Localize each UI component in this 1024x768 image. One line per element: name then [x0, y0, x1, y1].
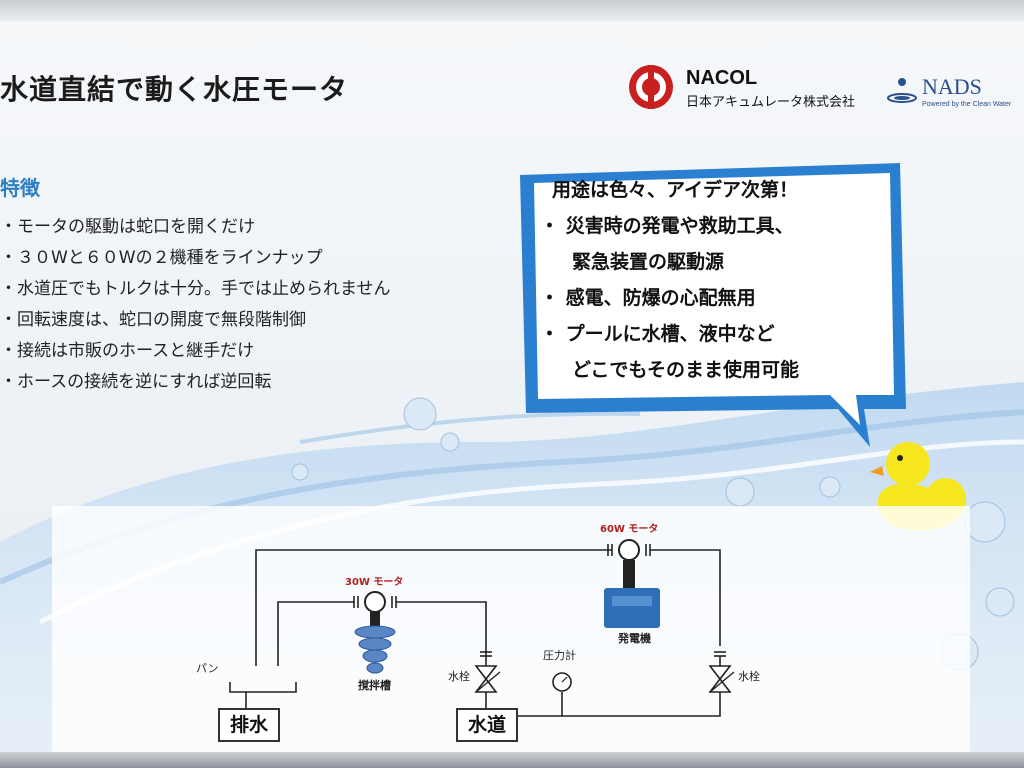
nacol-name: NACOL — [686, 67, 757, 89]
feature-item: ・モータの駆動は蛇口を開くだけ — [0, 217, 255, 237]
features-list: ・モータの駆動は蛇口を開くだけ ・３０Wと６０Wの２機種をラインナップ ・水道圧… — [0, 212, 391, 398]
nacol-company: 日本アキュムレータ株式会社 — [686, 94, 855, 110]
drain-box: 排水 — [218, 708, 281, 742]
nacol-logo: NACOL 日本アキュムレータ株式会社 — [629, 65, 855, 110]
nads-name: NADS — [922, 74, 982, 99]
generator-label: 発電機 — [618, 632, 651, 645]
callout-line: ・ 感電、防爆の心配無用 — [540, 287, 756, 309]
nads-logo: NADS Powered by the Clean Water — [887, 74, 1012, 108]
feature-item: ・ホースの接続を逆にすれば逆回転 — [0, 372, 272, 392]
water-supply-box: 水道 — [456, 708, 519, 742]
mixer-label: 撹拌槽 — [358, 679, 391, 692]
page-title: 水道直結で動く水圧モータ — [0, 73, 349, 106]
poster-board: 水道直結で動く水圧モータ NACOL 日本アキュムレータ株式会社 NADS Po… — [0, 22, 1024, 752]
board-frame-top — [0, 0, 1024, 22]
hydrant-left-label: 水栓 — [448, 670, 470, 683]
callout-line: ・ プールに水槽、液中など — [540, 323, 775, 345]
features-heading: 特徴 — [0, 176, 40, 200]
feature-item: ・水道圧でもトルクは十分。手では止められません — [0, 279, 391, 299]
callout-heading: 用途は色々、アイデア次第！ — [552, 179, 799, 201]
motor-60w-label: 60W モータ — [600, 524, 659, 535]
hydrant-right-label: 水栓 — [738, 670, 760, 683]
feature-item: ・接続は市販のホースと継手だけ — [0, 341, 255, 361]
feature-item: ・３０Wと６０Wの２機種をラインナップ — [0, 248, 323, 268]
pan-label: パン — [196, 662, 219, 675]
motor-30w-label: 30W モータ — [345, 577, 404, 588]
piping-diagram — [229, 539, 735, 728]
callout-content: 用途は色々、アイデア次第！ ・ 災害時の発電や救助工具、 緊急装置の駆動源 ・ … — [540, 172, 900, 388]
board-frame-bottom — [0, 752, 1024, 768]
nads-tagline: Powered by the Clean Water — [922, 101, 1012, 108]
callout-line: どこでもそのまま使用可能 — [572, 359, 800, 381]
speech-bubble — [520, 163, 906, 447]
pressure-gauge-label: 圧力計 — [543, 649, 576, 662]
feature-item: ・回転速度は、蛇口の開度で無段階制御 — [0, 310, 306, 330]
callout-line: ・ 災害時の発電や救助工具、 — [540, 215, 794, 237]
callout-line: 緊急装置の駆動源 — [572, 251, 725, 273]
